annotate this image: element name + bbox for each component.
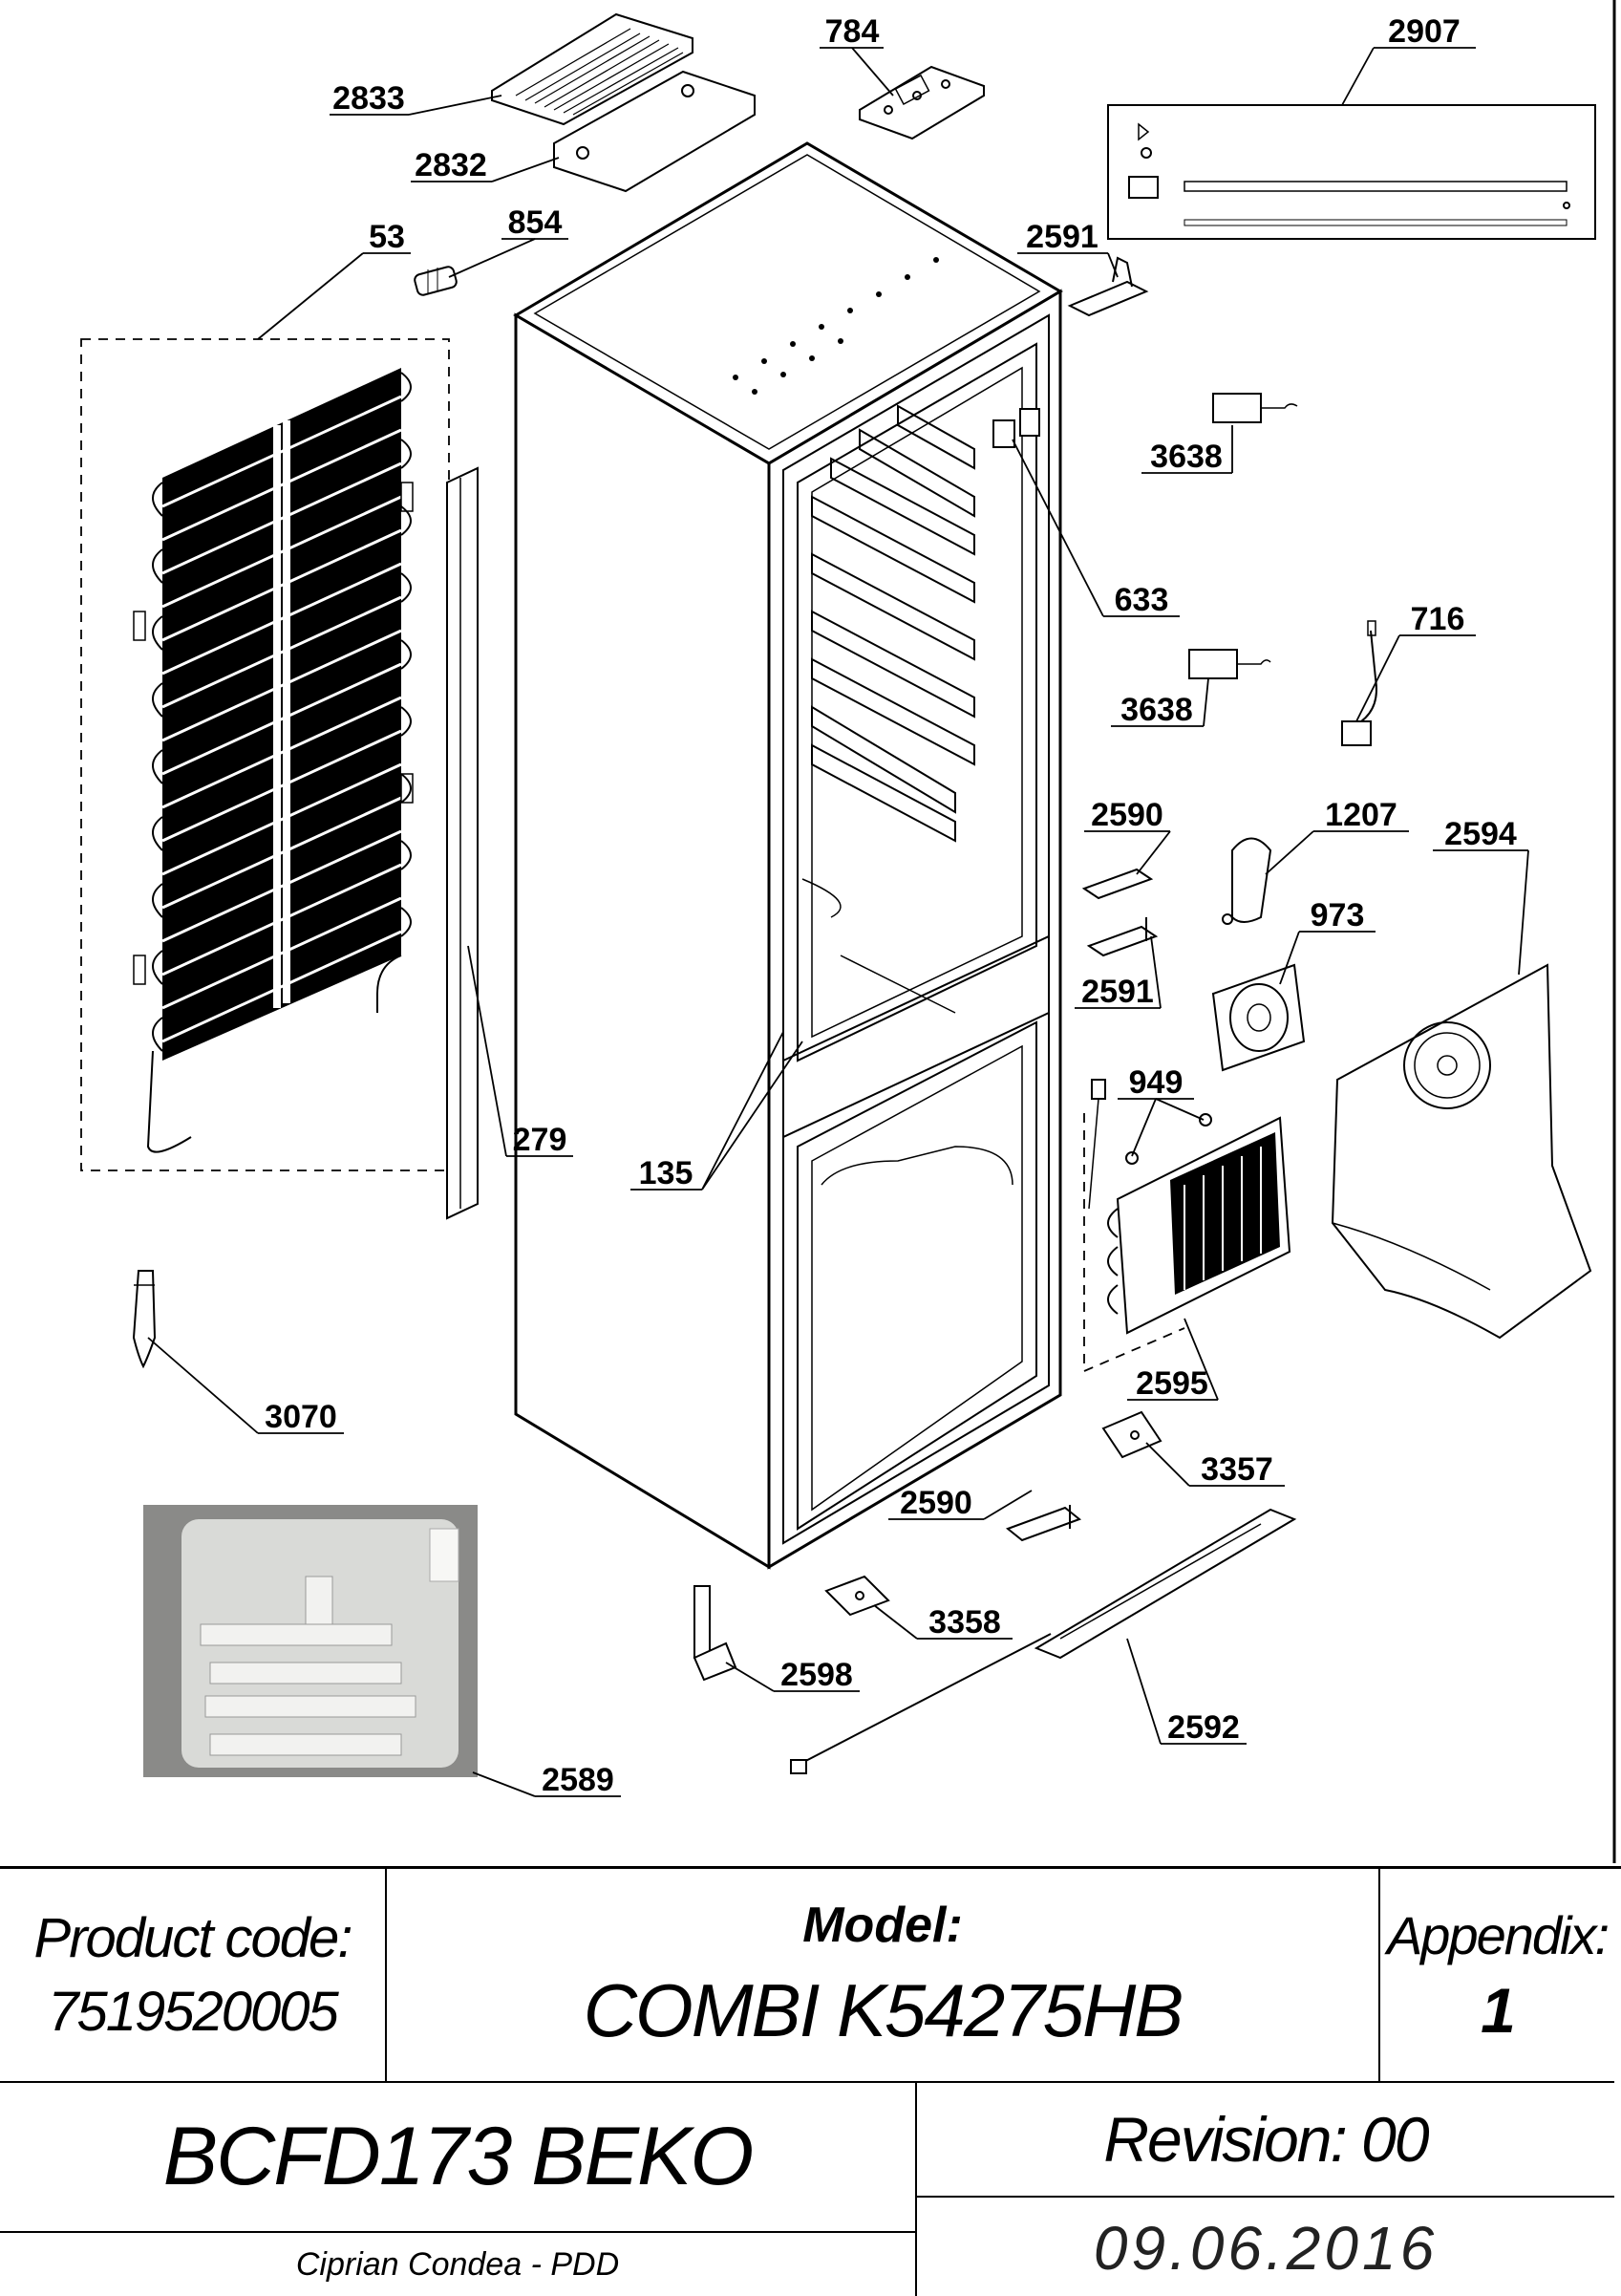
part-633-switch — [992, 408, 1040, 448]
callout-3357: 3357 — [1201, 1451, 1273, 1488]
callout-2590a: 2590 — [1091, 797, 1163, 833]
part-3358-plate — [824, 1575, 890, 1617]
part-2591-hinge-top — [1067, 256, 1149, 317]
appendix-label: Appendix: — [1386, 1904, 1610, 1965]
leader-lines — [147, 47, 1529, 1797]
callout-784: 784 — [825, 13, 880, 50]
part-2592-heater — [790, 1508, 1297, 1774]
callout-2907: 2907 — [1388, 13, 1461, 50]
callout-3638a: 3638 — [1150, 439, 1223, 475]
revision-cell: Revision: 00 — [917, 2083, 1614, 2198]
freezer-shelf-guides — [801, 404, 975, 1014]
callout-2598: 2598 — [780, 1657, 853, 1693]
part-2594-evaporator-cover — [1331, 963, 1592, 1340]
part-2590-hinge-bottom — [1005, 1505, 1082, 1542]
part-3357-plate — [1101, 1410, 1162, 1459]
callout-2591a: 2591 — [1026, 219, 1098, 255]
cabinet-body — [513, 141, 1063, 1570]
revision: Revision: 00 — [1103, 2104, 1429, 2175]
part-279-strip — [446, 466, 479, 1220]
part-854-lamp — [414, 266, 458, 296]
model-cell: Model: COMBI K54275HB — [387, 1869, 1380, 2081]
part-2591-hinge-mid — [1086, 917, 1159, 957]
part-53-condenser — [80, 338, 450, 1171]
callout-854: 854 — [508, 204, 563, 241]
callout-2832: 2832 — [415, 147, 487, 183]
part-949-defrost-sensor — [1088, 1079, 1212, 1210]
part-3638-module-b — [1188, 649, 1271, 679]
callout-3358: 3358 — [928, 1604, 1001, 1641]
callout-973: 973 — [1311, 897, 1365, 933]
title-block-divider — [0, 2081, 1614, 2083]
part-1207-fan-cover — [1222, 837, 1272, 925]
author: Ciprian Condea - PDD — [295, 2245, 620, 2283]
exploded-parts-diagram: 2833 784 2907 2832 53 854 2591 3638 633 716 3638 25… — [80, 0, 1616, 1863]
part-2589-accessory-bag-photo — [143, 1505, 478, 1777]
part-716-cable — [1341, 620, 1377, 746]
callout-135: 135 — [639, 1155, 693, 1191]
callout-2590b: 2590 — [900, 1485, 972, 1521]
part-3070-sensor — [132, 1270, 157, 1369]
callout-2589: 2589 — [542, 1762, 614, 1798]
callout-2592: 2592 — [1167, 1709, 1240, 1746]
appendix-value: 1 — [1481, 1974, 1516, 2046]
product-code-value: 7519520005 — [48, 1981, 339, 2043]
callout-633: 633 — [1115, 582, 1169, 618]
drawing-name-cell: BCFD173 BEKO — [0, 2083, 917, 2231]
callout-1207: 1207 — [1325, 797, 1397, 833]
callout-2594: 2594 — [1444, 816, 1517, 852]
date: 09.06.2016 — [1093, 2213, 1439, 2283]
date-cell: 09.06.2016 — [917, 2199, 1614, 2296]
author-cell: Ciprian Condea - PDD — [0, 2231, 917, 2296]
model-value: COMBI K54275HB — [583, 1967, 1184, 2052]
title-block: Product code: 7519520005 Model: COMBI K5… — [0, 1866, 1621, 2296]
callout-2591b: 2591 — [1081, 974, 1154, 1010]
callout-3070: 3070 — [265, 1399, 337, 1435]
callout-279: 279 — [513, 1122, 567, 1158]
part-2595-evaporator — [1083, 1113, 1291, 1373]
part-2907-display-panel — [1107, 104, 1596, 240]
callout-3638b: 3638 — [1120, 692, 1193, 728]
drawing-name: BCFD173 BEKO — [162, 2111, 754, 2202]
part-2832-plate — [553, 70, 756, 193]
model-label: Model: — [802, 1897, 963, 1953]
part-3638-module-a — [1212, 393, 1298, 423]
callout-53: 53 — [369, 219, 405, 255]
callout-716: 716 — [1411, 601, 1465, 637]
part-973-fan-motor — [1211, 963, 1306, 1072]
appendix-cell: Appendix: 1 — [1380, 1869, 1614, 2081]
callout-949: 949 — [1129, 1064, 1184, 1101]
callout-2833: 2833 — [332, 80, 405, 117]
part-784-control-board — [859, 65, 985, 140]
product-code-label: Product code: — [33, 1907, 353, 1969]
part-2598-bracket — [693, 1585, 737, 1682]
part-2590-hinge-mid — [1081, 868, 1154, 900]
part-2833-cover — [491, 12, 693, 126]
callout-2595: 2595 — [1136, 1365, 1208, 1402]
product-code-cell: Product code: 7519520005 — [0, 1869, 387, 2081]
